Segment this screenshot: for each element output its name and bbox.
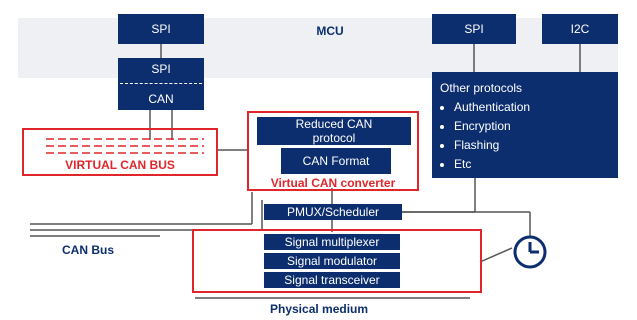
virtual-can-bus-box: VIRTUAL CAN BUS xyxy=(22,128,218,176)
virtual-can-bus-label: VIRTUAL CAN BUS xyxy=(65,158,175,172)
physical-medium-label: Physical medium xyxy=(270,302,369,316)
can-format-box: CAN Format xyxy=(281,148,391,174)
i2c-label: I2C xyxy=(570,22,590,36)
i2c-box: I2C xyxy=(542,14,618,44)
spi-right-label: SPI xyxy=(464,22,484,36)
virtual-bus-dashes xyxy=(46,138,204,154)
other-protocols-list: Authentication Encryption Flashing Etc xyxy=(440,98,610,174)
spi-right-box: SPI xyxy=(432,14,516,44)
protocol-item: Encryption xyxy=(454,117,610,136)
protocol-item: Etc xyxy=(454,155,610,174)
spi-can-bottom-label: CAN xyxy=(148,92,174,107)
virtual-can-converter-box: Reduced CAN protocol CAN Format Virtual … xyxy=(247,111,419,191)
other-protocols-box: Other protocols Authentication Encryptio… xyxy=(432,72,618,178)
other-protocols-title: Other protocols xyxy=(440,81,523,95)
pmux-scheduler-label: PMUX/Scheduler xyxy=(286,205,380,219)
can-bus-label: CAN Bus xyxy=(62,243,115,257)
reduced-can-protocol-box: Reduced CAN protocol xyxy=(257,117,411,145)
spi-can-box: SPI CAN xyxy=(118,58,204,110)
signal-transceiver-label: Signal transceiver xyxy=(284,273,380,287)
signal-transceiver-box: Signal transceiver xyxy=(264,272,400,288)
signal-modulator-box: Signal modulator xyxy=(264,253,400,269)
spi-left-label: SPI xyxy=(151,22,171,36)
clock-icon xyxy=(513,235,547,269)
protocol-item: Flashing xyxy=(454,136,610,155)
signal-modulator-label: Signal modulator xyxy=(286,254,378,268)
signal-group-box: Signal multiplexer Signal modulator Sign… xyxy=(192,229,482,293)
mcu-label: MCU xyxy=(316,24,344,38)
spi-can-divider xyxy=(120,83,202,85)
pmux-scheduler-box: PMUX/Scheduler xyxy=(264,204,402,220)
spi-left-box: SPI xyxy=(118,14,204,44)
signal-multiplexer-box: Signal multiplexer xyxy=(264,234,400,250)
spi-can-top-label: SPI xyxy=(151,61,171,76)
signal-multiplexer-label: Signal multiplexer xyxy=(284,235,380,249)
reduced-can-protocol-label: Reduced CAN protocol xyxy=(295,117,373,145)
protocol-item: Authentication xyxy=(454,98,610,117)
virtual-can-converter-label: Virtual CAN converter xyxy=(270,176,396,190)
can-format-label: CAN Format xyxy=(302,154,370,168)
